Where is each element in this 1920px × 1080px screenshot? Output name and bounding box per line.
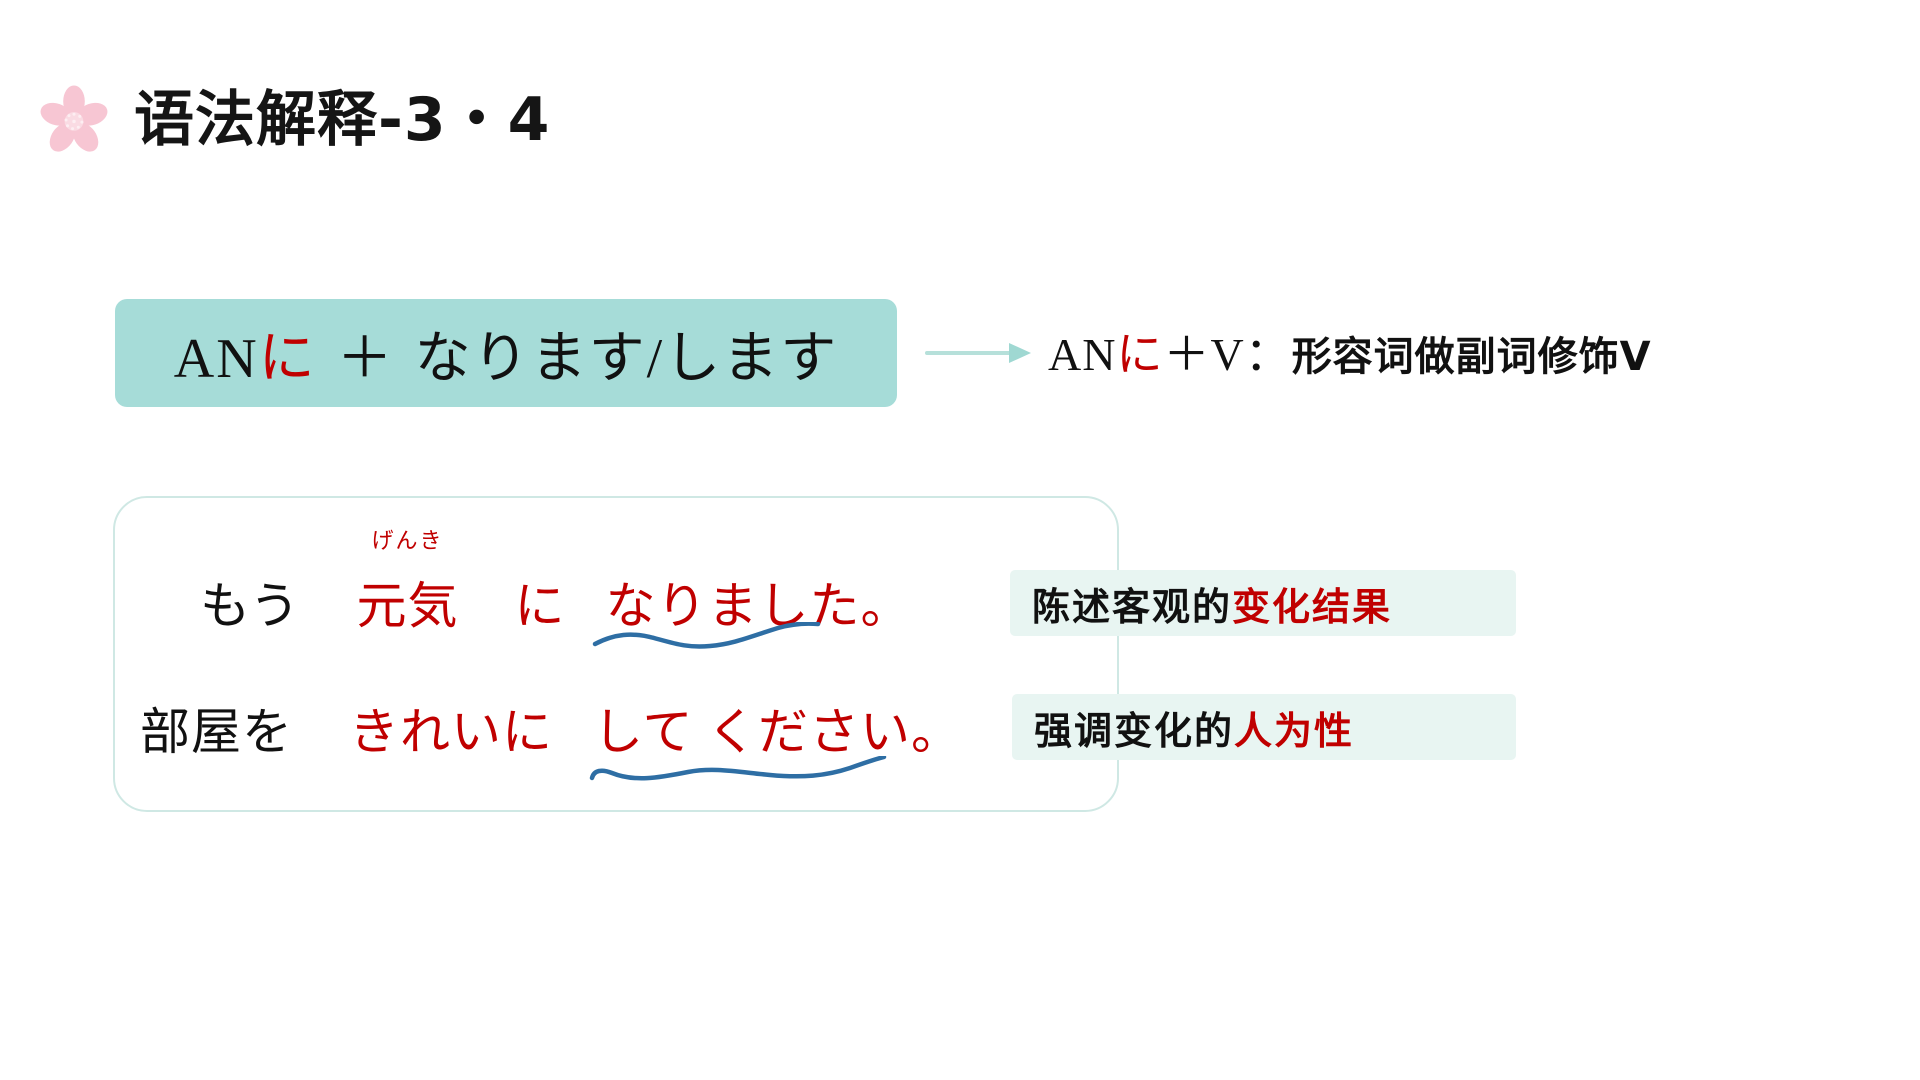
- note-chip-2: 强调变化的人为性: [1012, 694, 1516, 760]
- example-1-furigana: げんき: [371, 528, 444, 553]
- blue-wavy-underline-2: [588, 754, 888, 795]
- example-1-keyword-ruby: げんき元気: [356, 530, 459, 638]
- example-1-particle: に: [514, 578, 566, 634]
- pattern-particle-ni: に: [258, 327, 317, 390]
- gloss-explanation: 形容词做副词修饰V: [1291, 334, 1652, 380]
- gloss-plus: ＋: [1163, 329, 1211, 380]
- note-2-plain: 强调变化的: [1034, 708, 1235, 753]
- grammar-pattern-text: ANに ＋ なります/します: [174, 313, 838, 394]
- example-1-prefix: もう: [200, 578, 301, 634]
- gloss-v: V: [1210, 329, 1245, 380]
- grammar-pattern-chip: ANに ＋ なります/します: [115, 299, 897, 407]
- example-1-keyword: 元気: [356, 578, 459, 634]
- note-1-plain: 陈述客观的: [1032, 584, 1233, 629]
- note-2-text: 强调变化的人为性: [1034, 700, 1354, 755]
- grammar-gloss: ANに＋V：形容词做副词修饰V: [1048, 318, 1652, 384]
- examples-panel: [113, 496, 1119, 812]
- pattern-plus: ＋: [336, 327, 395, 390]
- gloss-an: AN: [1048, 329, 1117, 380]
- example-2-keyword: きれい: [349, 704, 502, 760]
- slide-title-row: 语法解释-3・4: [38, 84, 550, 156]
- example-2-prefix: 部屋を: [140, 704, 293, 760]
- right-arrow-icon: [925, 337, 1035, 369]
- gloss-particle-ni: に: [1116, 329, 1164, 380]
- gloss-colon: ：: [1244, 329, 1292, 380]
- note-2-highlight: 人为性: [1234, 708, 1355, 753]
- sakura-flower-icon: [38, 84, 110, 156]
- note-1-text: 陈述客观的变化结果: [1032, 576, 1392, 631]
- example-1-verb: なりました。: [605, 578, 912, 634]
- blue-wavy-underline-1: [592, 621, 822, 661]
- note-chip-1: 陈述客观的变化结果: [1010, 570, 1516, 636]
- example-sentence-1: もうげんき元気になりました。: [200, 530, 912, 638]
- example-sentence-2: 部屋をきれいにして ください。: [140, 692, 962, 764]
- page-title: 语法解释-3・4: [134, 85, 551, 155]
- pattern-verbs: なります/します: [414, 327, 839, 390]
- example-2-verb: して ください。: [593, 704, 962, 760]
- example-2-particle: に: [502, 704, 553, 760]
- pattern-an: AN: [173, 327, 259, 390]
- note-1-highlight: 变化结果: [1232, 584, 1393, 629]
